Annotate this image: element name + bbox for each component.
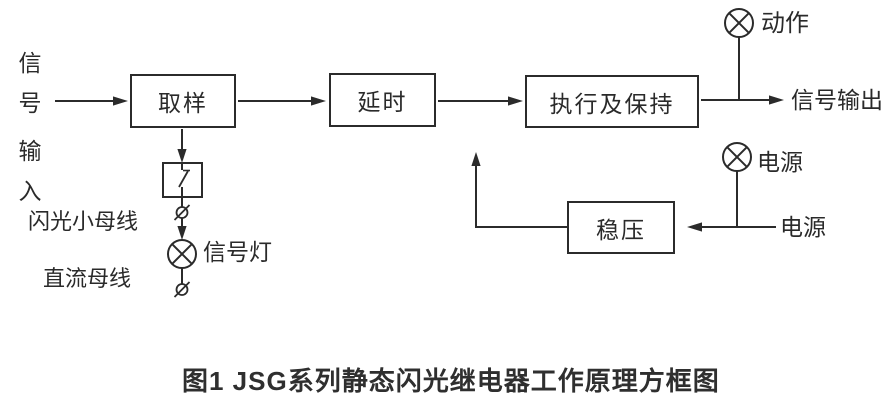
arrow-delay-to-execute	[438, 96, 523, 106]
signal-input-label-char-4: 入	[18, 178, 42, 204]
terminal-icon-dc-bus	[173, 268, 191, 298]
block-regulator: 稳压	[567, 201, 675, 254]
block-execute-hold-label: 执行及保持	[549, 90, 675, 117]
action-lamp-icon	[724, 8, 754, 100]
arrow-signal-input-to-sampling	[55, 96, 128, 106]
power-lamp-label: 电源	[757, 149, 803, 175]
block-regulator-label: 稳压	[596, 216, 646, 243]
arrow-to-signal-lamp	[177, 218, 187, 240]
figure-caption: 图1 JSG系列静态闪光继电器工作原理方框图	[182, 366, 720, 396]
power-source-label: 电源	[780, 214, 826, 240]
block-delay-label: 延时	[357, 89, 408, 115]
arrow-power-to-regulator	[687, 222, 776, 232]
signal-output-label: 信号输出	[791, 87, 883, 113]
normally-open-contact-icon	[162, 162, 203, 198]
signal-input-label-char-2: 号	[18, 90, 42, 116]
block-sampling: 取样	[130, 74, 236, 128]
signal-lamp-icon	[167, 239, 197, 269]
flash-bus-label: 闪光小母线	[28, 209, 139, 234]
arrow-sampling-to-contact	[177, 129, 187, 163]
block-delay: 延时	[329, 73, 436, 127]
signal-lamp-label: 信号灯	[203, 239, 272, 265]
action-lamp-label: 动作	[761, 10, 809, 37]
terminal-icon-flash-bus	[173, 197, 191, 221]
feedback-arrow-regulator-to-circuit	[471, 152, 567, 228]
signal-input-label-char-1: 信	[18, 50, 42, 76]
block-sampling-label: 取样	[158, 90, 208, 116]
arrow-sampling-to-delay	[238, 96, 326, 106]
signal-input-label-char-3: 输	[18, 138, 42, 164]
arrow-execute-to-output	[701, 95, 784, 105]
power-lamp-icon	[722, 142, 752, 227]
block-execute-hold: 执行及保持	[525, 75, 699, 128]
dc-bus-label: 直流母线	[43, 266, 132, 291]
